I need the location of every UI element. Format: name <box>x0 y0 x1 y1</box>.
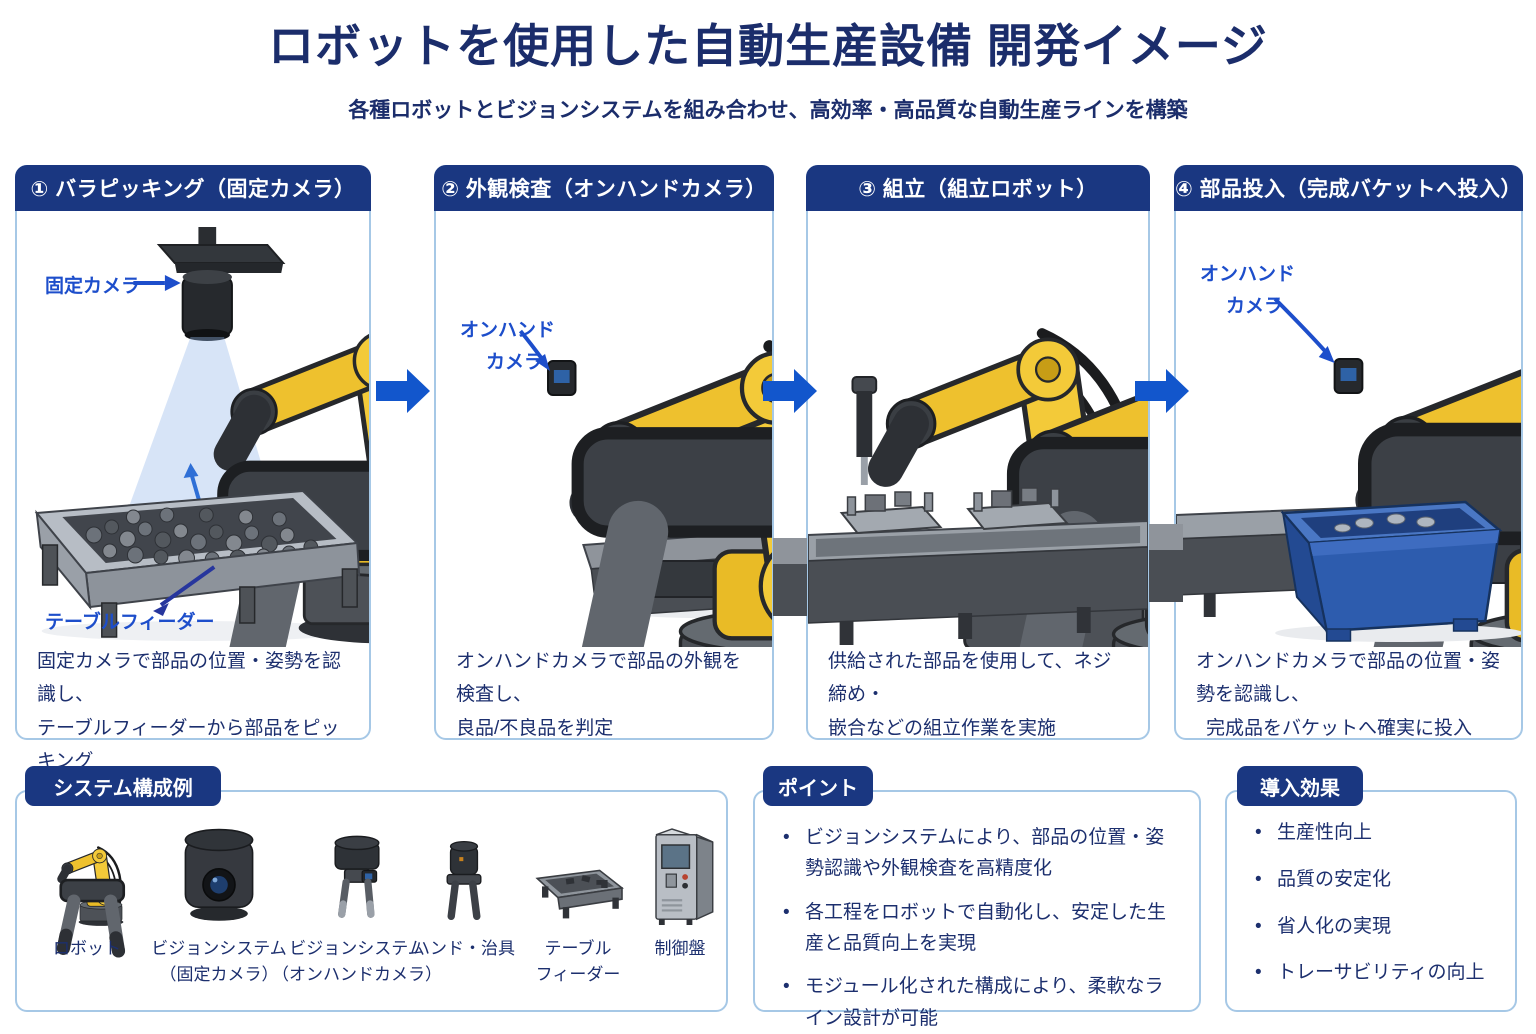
hand-jig-icon <box>404 806 524 928</box>
bullet-icon: • <box>783 976 790 998</box>
caption-line: オンハンドカメラで部品の位置・姿勢を認識し、 <box>1196 651 1501 706</box>
bullet-icon: • <box>783 901 790 923</box>
panel-2-illustration <box>518 213 772 647</box>
system-item-control-panel: 制御盤 <box>630 806 730 962</box>
bullet-icon: • <box>1255 962 1262 984</box>
onhand-camera-label-line1: オンハンド <box>1200 264 1296 285</box>
panel-1-caption: 固定カメラで部品の位置・姿勢を認識し、 テーブルフィーダーから部品をピッキング <box>17 645 369 778</box>
panel-4-illustration <box>1176 297 1521 647</box>
fixed-camera-label: 固定カメラ <box>45 276 141 297</box>
caption-line: 嵌合などの組立作業を実施 <box>828 717 1057 739</box>
assembly-fixture-drawing <box>839 487 1070 535</box>
bullet-text: 省人化の実現 <box>1277 915 1392 937</box>
bullet-icon: • <box>783 827 790 848</box>
table-feeder-arrow <box>153 565 216 616</box>
table-feeder-icon <box>523 806 633 928</box>
system-item-vision-onhand: ビジョンシステム （オンハンドカメラ） <box>272 806 442 987</box>
caption-line: オンハンドカメラで部品の外観を検査し、 <box>456 651 742 706</box>
onhand-camera-drawing <box>1333 358 1364 394</box>
system-item-label: ビジョンシステム <box>151 939 287 958</box>
fixed-camera-drawing <box>156 227 286 341</box>
points-badge: ポイント <box>763 766 873 806</box>
process-panel-part-loading: ④ 部品投入（完成バケットへ投入） <box>1174 165 1523 740</box>
bullet-icon: • <box>1255 915 1262 937</box>
panel-3-header: ③ 組立（組立ロボット） <box>806 165 1150 211</box>
panel-4-caption: オンハンドカメラで部品の位置・姿勢を認識し、 完成品をバケットへ確実に投入 <box>1176 645 1521 745</box>
system-item-label: ハンド・治具 <box>413 939 515 958</box>
flow-arrow-icon <box>376 368 430 414</box>
bullet-icon: • <box>1255 822 1262 843</box>
panel-1-illustration <box>34 227 369 647</box>
fixed-camera-icon <box>144 806 294 928</box>
conveyor-drawing <box>808 519 1148 645</box>
conveyor-gap-strip <box>1149 524 1183 602</box>
list-item: • 省人化の実現 <box>1255 916 1489 939</box>
table-feeder-drawing <box>34 489 361 638</box>
effects-list: • 生産性向上 • 品質の安定化 • 省人化の実現 • トレーサビリティの向上 <box>1227 792 1515 985</box>
system-item-label: ロボット <box>53 939 121 958</box>
points-panel: • ビジョンシステムにより、部品の位置・姿勢認識や外観検査を高精度化 • 各工程… <box>753 790 1201 1029</box>
bullet-text: 品質の安定化 <box>1277 868 1392 890</box>
system-item-label: テーブル <box>544 939 612 958</box>
control-panel-icon <box>630 806 730 928</box>
panel-1-header: ① バラピッキング（固定カメラ） <box>15 165 371 211</box>
list-item: • モジュール化された構成により、柔軟なライン設計が可能 <box>783 971 1173 1034</box>
caption-line: 完成品をバケットへ確実に投入 <box>1206 717 1473 739</box>
system-item-label: 制御盤 <box>654 939 706 958</box>
system-item-vision-fixed: ビジョンシステム （固定カメラ） <box>144 806 294 987</box>
caption-line: 固定カメラで部品の位置・姿勢を認識し、 <box>37 651 342 706</box>
page-subtitle: 各種ロボットとビジョンシステムを組み合わせ、高効率・高品質な自動生産ラインを構築 <box>348 99 1188 122</box>
effects-badge: 導入効果 <box>1237 766 1363 806</box>
panel-4-header: ④ 部品投入（完成バケットへ投入） <box>1174 165 1523 211</box>
system-config-panel: ロボット ビジョンシステム （固定カメラ） <box>15 790 728 1012</box>
bullet-text: 生産性向上 <box>1277 822 1373 843</box>
fixed-camera-arrow <box>133 275 181 291</box>
bucket-drawing <box>1275 500 1521 642</box>
system-item-table-feeder: テーブル フィーダー <box>523 806 633 987</box>
bullet-text: 各工程をロボットで自動化し、安定した生産と品質向上を実現 <box>805 901 1167 955</box>
effects-panel: • 生産性向上 • 品質の安定化 • 省人化の実現 • トレーサビリティの向上 <box>1225 790 1517 1012</box>
onhand-camera-arrow <box>1273 297 1335 363</box>
system-item-label: フィーダー <box>535 964 621 984</box>
onhand-camera-label-line2: カメラ <box>1226 296 1284 317</box>
onhand-camera-icon <box>272 806 442 928</box>
panel-3-caption: 供給された部品を使用して、ネジ締め・ 嵌合などの組立作業を実施 <box>808 645 1148 745</box>
system-config-badge: システム構成例 <box>25 766 221 806</box>
panel-2-header: ② 外観検査（オンハンドカメラ） <box>434 165 774 211</box>
bullet-text: トレーサビリティの向上 <box>1277 962 1485 984</box>
caption-line: 供給された部品を使用して、ネジ締め・ <box>828 651 1112 706</box>
system-item-hand-jig: ハンド・治具 <box>404 806 524 962</box>
conveyor-gap-strip <box>773 538 807 616</box>
robot-arm-icon <box>32 806 142 953</box>
list-item: • 品質の安定化 <box>1255 869 1489 892</box>
onhand-camera-drawing <box>547 360 577 396</box>
bullet-icon: • <box>1255 868 1262 890</box>
bullet-text: ビジョンシステムにより、部品の位置・姿勢認識や外観検査を高精度化 <box>805 827 1165 880</box>
table-feeder-label: テーブルフィーダー <box>45 612 215 633</box>
points-list: • ビジョンシステムにより、部品の位置・姿勢認識や外観検査を高精度化 • 各工程… <box>755 792 1199 1034</box>
screwdriver-tool-drawing <box>851 376 878 485</box>
process-panel-visual-inspection: ② 外観検査（オンハンドカメラ） オンハンド カメラ オンハンドカメラで部品の外… <box>434 165 774 740</box>
onhand-camera-label-line1: オンハンド <box>460 320 556 341</box>
list-item: • 生産性向上 <box>1255 822 1489 845</box>
panel-3-illustration <box>808 213 1148 647</box>
process-panel-bara-picking: ① バラピッキング（固定カメラ） <box>15 165 371 772</box>
flow-arrow-icon <box>1135 368 1189 414</box>
process-panel-assembly: ③ 組立（組立ロボット） <box>806 165 1150 740</box>
page-title: ロボットを使用した自動生産設備 開発イメージ <box>268 20 1268 72</box>
system-item-label: （オンハンドカメラ） <box>272 964 442 984</box>
list-item: • 各工程をロボットで自動化し、安定した生産と品質向上を実現 <box>783 897 1173 960</box>
list-item: • トレーサビリティの向上 <box>1255 962 1489 985</box>
bullet-text: モジュール化された構成により、柔軟なライン設計が可能 <box>805 976 1164 1029</box>
system-item-label: ビジョンシステム <box>289 939 425 958</box>
caption-line: 良品/不良品を判定 <box>456 717 614 739</box>
flow-arrow-icon <box>763 368 817 414</box>
onhand-camera-label-line2: カメラ <box>486 352 544 373</box>
system-item-robot: ロボット <box>32 806 142 962</box>
system-item-label: （固定カメラ） <box>159 964 279 984</box>
onhand-camera-arrow <box>518 329 550 371</box>
list-item: • ビジョンシステムにより、部品の位置・姿勢認識や外観検査を高精度化 <box>783 822 1173 885</box>
panel-2-caption: オンハンドカメラで部品の外観を検査し、 良品/不良品を判定 <box>436 645 772 745</box>
